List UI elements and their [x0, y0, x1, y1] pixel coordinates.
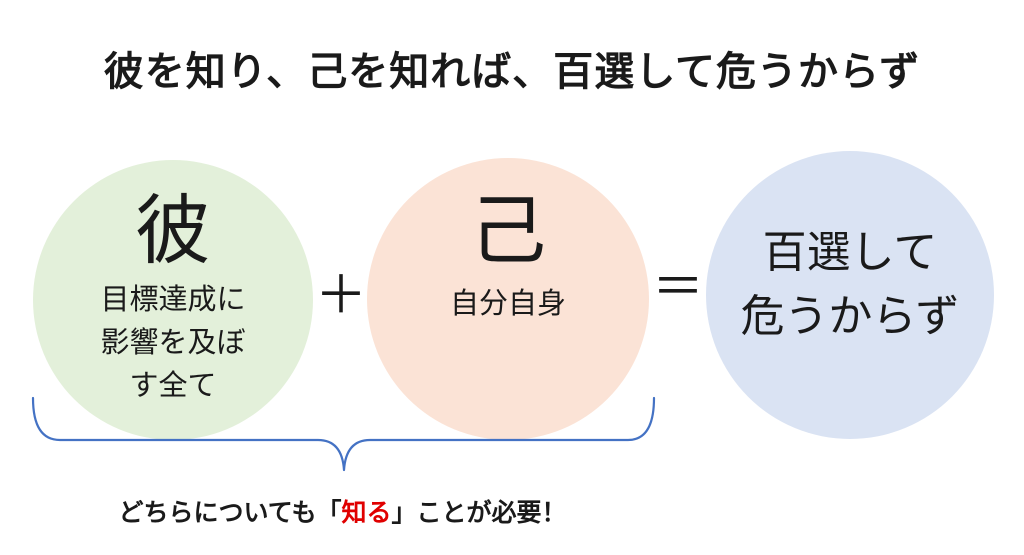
self-char: 己 [470, 186, 546, 275]
brace-path [31, 396, 656, 472]
circle-result: 百選して 危うからず [706, 151, 994, 439]
page-title: 彼を知り、己を知れば、百選して危うからず [103, 49, 921, 95]
other-char: 彼 [135, 186, 211, 275]
caption-emphasis: 知る [341, 498, 392, 527]
caption: どちらについても「知る」ことが必要！ [0, 496, 685, 530]
other-description: 目標達成に 影響を及ぼ す全て [100, 282, 246, 402]
circle-other: 彼 目標達成に 影響を及ぼ す全て [33, 160, 313, 440]
caption-after: 」ことが必要！ [391, 498, 567, 527]
self-description: 自分自身 [449, 286, 566, 320]
plus-sign: ＋ [314, 266, 367, 326]
caption-before: どちらについても「 [118, 498, 342, 527]
result-text: 百選して 危うからず [740, 227, 960, 342]
equals-sign: ＝ [651, 258, 704, 318]
circle-self: 己 自分自身 [367, 158, 649, 440]
